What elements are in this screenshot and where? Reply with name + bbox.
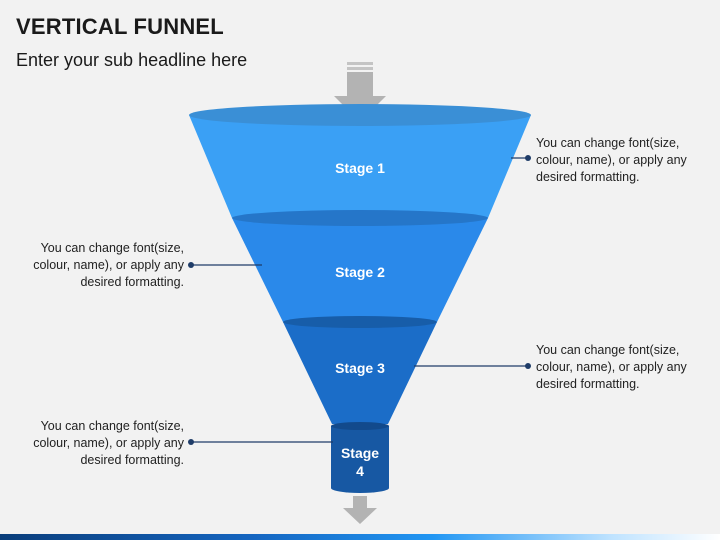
connector-3 [414,363,531,369]
stage-1-top-ellipse [189,104,531,126]
stage-2-label: Stage 2 [335,264,385,280]
note-3: You can change font(size, colour, name),… [536,343,687,391]
stage-1-segment [189,115,531,218]
stage-3-label: Stage 3 [335,360,385,376]
stage-2-top-ellipse [232,210,488,226]
top-arrow-icon [334,62,386,122]
stage-3-top-ellipse [283,316,437,328]
note-2: You can change font(size, colour, name),… [33,241,184,289]
page-subtitle: Enter your sub headline here [16,50,248,70]
bottom-accent-bar [0,534,720,540]
stage-3-segment [283,322,437,424]
connector-1 [511,155,531,161]
note-1: You can change font(size, colour, name),… [536,136,687,184]
page-title: VERTICAL FUNNEL [16,14,224,39]
stage-4-top-ellipse [331,422,389,430]
connector-4 [188,439,333,445]
stage-2-segment [232,218,488,322]
connector-2 [188,262,262,268]
bottom-arrow-icon [343,496,377,524]
stage-4-label: Stage 4 [330,444,390,480]
stage-4-label-line2: 4 [356,463,364,479]
stage-4-segment [331,426,389,493]
note-4: You can change font(size, colour, name),… [33,419,184,467]
stage-1-label: Stage 1 [335,160,385,176]
stage-4-label-line1: Stage [340,445,380,461]
